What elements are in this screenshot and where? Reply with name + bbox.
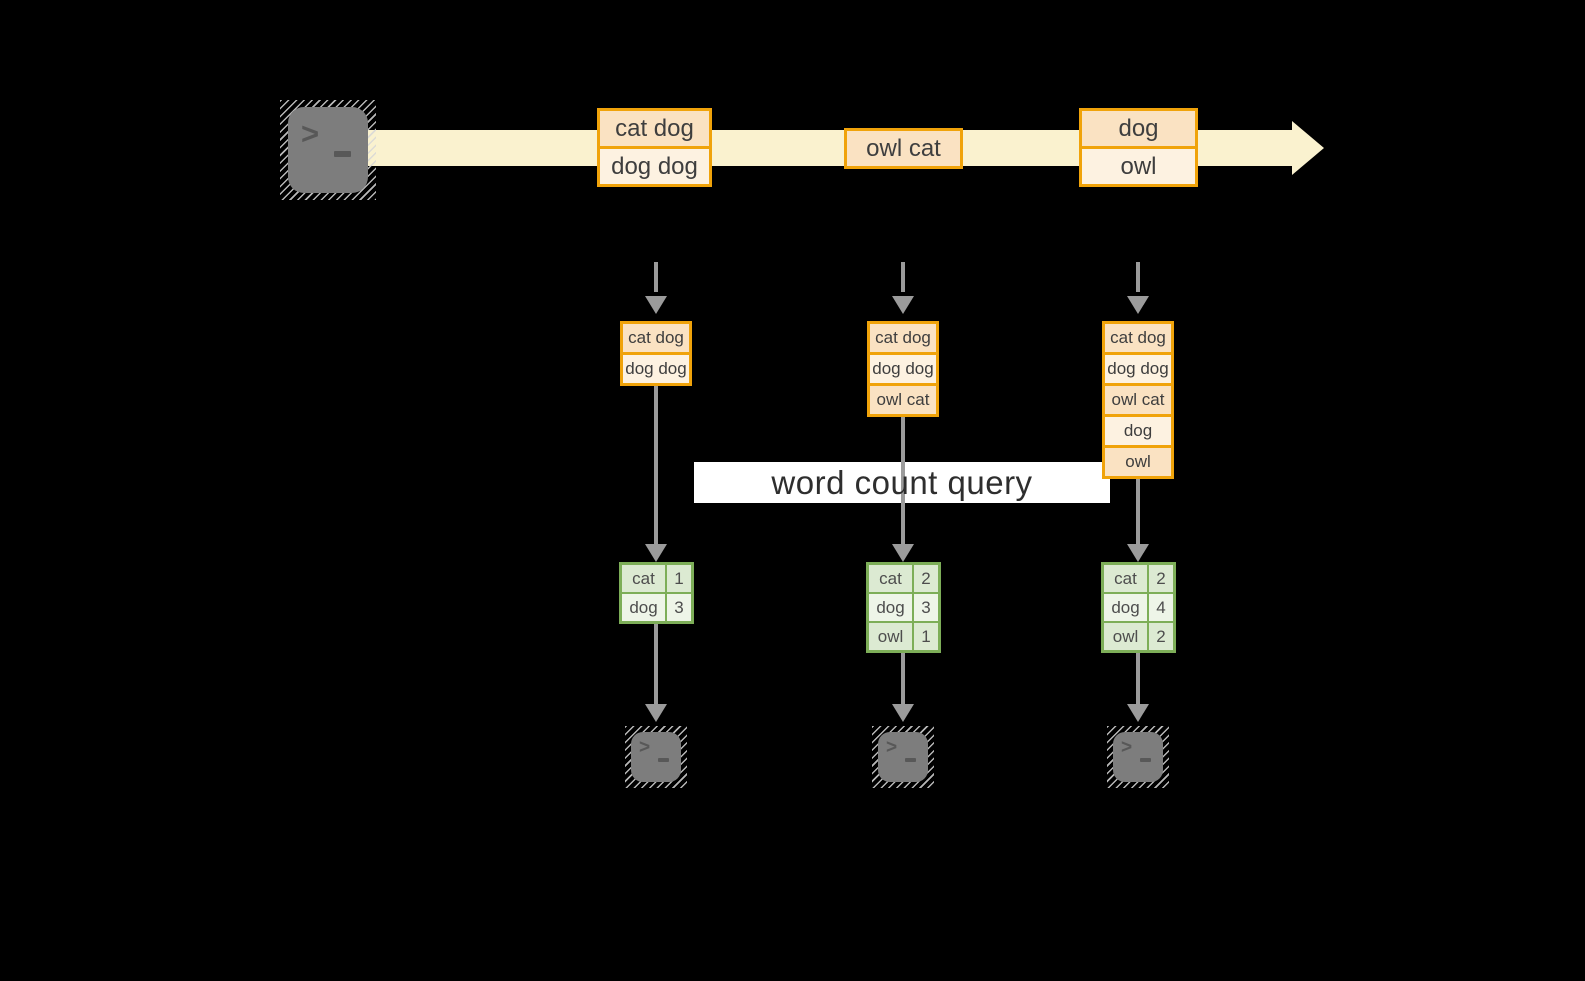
stream-line: dog dog <box>600 146 709 184</box>
terminal-body: > <box>288 107 368 193</box>
dashed-arrow-3-head-icon <box>1127 296 1149 314</box>
input-line: owl cat <box>870 383 936 414</box>
output-arrow-1-head-icon <box>645 704 667 722</box>
input-line: dog <box>1105 414 1171 445</box>
terminal-body: > <box>878 732 928 782</box>
input-table-2: cat dog dog dog owl cat <box>867 321 939 417</box>
stream-line: owl cat <box>847 131 960 166</box>
word-cell: cat <box>869 565 912 592</box>
terminal-source-icon: > <box>280 100 376 200</box>
input-line: cat dog <box>870 324 936 352</box>
prompt-chevron-icon: > <box>301 116 320 151</box>
dashed-arrow-1 <box>654 262 658 292</box>
terminal-body: > <box>631 732 681 782</box>
query-arrow-1-head-icon <box>645 544 667 562</box>
prompt-cursor-icon <box>1140 758 1151 762</box>
terminal-sink-icon-3: > <box>1107 726 1169 788</box>
output-arrow-3-head-icon <box>1127 704 1149 722</box>
word-cell: owl <box>869 623 912 650</box>
input-line: cat dog <box>623 324 689 352</box>
input-line: owl <box>1105 445 1171 476</box>
input-line: dog dog <box>1105 352 1171 383</box>
input-line: dog dog <box>870 352 936 383</box>
word-cell: dog <box>622 594 665 621</box>
word-cell: cat <box>622 565 665 592</box>
dashed-arrow-2-head-icon <box>892 296 914 314</box>
dashed-arrow-2 <box>901 262 905 292</box>
word-count-table-3: cat 2 dog 4 owl 2 <box>1101 562 1176 653</box>
stream-arrow-head-icon <box>1292 121 1324 175</box>
stream-line: cat dog <box>600 111 709 146</box>
query-label: word count query <box>771 463 1033 501</box>
count-cell: 2 <box>1149 623 1173 650</box>
prompt-chevron-icon: > <box>1121 737 1133 758</box>
count-cell: 1 <box>667 565 691 592</box>
terminal-sink-icon-1: > <box>625 726 687 788</box>
input-table-1: cat dog dog dog <box>620 321 692 386</box>
word-cell: dog <box>1104 594 1147 621</box>
query-arrow-2-head-icon <box>892 544 914 562</box>
word-cell: owl <box>1104 623 1147 650</box>
input-line: dog dog <box>623 352 689 383</box>
prompt-cursor-icon <box>905 758 916 762</box>
prompt-cursor-icon <box>658 758 669 762</box>
count-cell: 2 <box>914 565 938 592</box>
count-cell: 2 <box>1149 565 1173 592</box>
prompt-cursor-icon <box>334 151 351 157</box>
output-arrow-1 <box>654 624 658 704</box>
count-cell: 1 <box>914 623 938 650</box>
query-arrow-3-head-icon <box>1127 544 1149 562</box>
output-arrow-2 <box>901 653 905 704</box>
output-arrow-2-head-icon <box>892 704 914 722</box>
terminal-sink-icon-2: > <box>872 726 934 788</box>
word-cell: dog <box>869 594 912 621</box>
count-cell: 3 <box>667 594 691 621</box>
query-arrow-2 <box>901 417 905 544</box>
query-arrow-3 <box>1136 479 1140 544</box>
dashed-arrow-3 <box>1136 262 1140 292</box>
stream-line: dog <box>1082 111 1195 146</box>
terminal-body: > <box>1113 732 1163 782</box>
stream-batch-1-box: cat dog dog dog <box>597 108 712 187</box>
input-table-3: cat dog dog dog owl cat dog owl <box>1102 321 1174 479</box>
dashed-arrow-1-head-icon <box>645 296 667 314</box>
prompt-chevron-icon: > <box>886 737 898 758</box>
stream-batch-2-box: owl cat <box>844 128 963 169</box>
input-line: cat dog <box>1105 324 1171 352</box>
query-arrow-1 <box>654 386 658 544</box>
stream-line: owl <box>1082 146 1195 184</box>
word-count-table-2: cat 2 dog 3 owl 1 <box>866 562 941 653</box>
stream-batch-3-box: dog owl <box>1079 108 1198 187</box>
input-line: owl cat <box>1105 383 1171 414</box>
prompt-chevron-icon: > <box>639 737 651 758</box>
word-count-table-1: cat 1 dog 3 <box>619 562 694 624</box>
word-cell: cat <box>1104 565 1147 592</box>
count-cell: 4 <box>1149 594 1173 621</box>
output-arrow-3 <box>1136 653 1140 704</box>
count-cell: 3 <box>914 594 938 621</box>
